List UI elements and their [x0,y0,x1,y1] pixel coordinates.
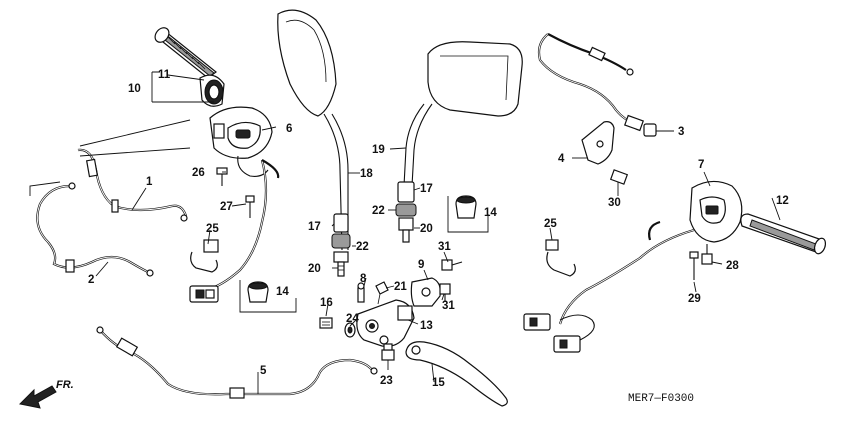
callout-26: 26 [192,167,205,179]
clutch-lever [405,341,508,407]
callout-11: 11 [158,69,171,81]
nut-23 [381,343,395,361]
callout-14-right: 14 [484,207,497,219]
callout-2: 2 [88,274,94,286]
leader-lines [29,71,781,394]
left-mirror [277,9,349,251]
screw-16 [319,317,333,329]
bolt-21 [375,281,389,305]
callout-15: 15 [432,377,445,389]
right-switch-connectors [523,313,595,353]
clutch-lever-bracket [356,299,415,347]
right-mirror-adapter-stack [395,181,417,243]
end-cap-right [455,195,477,219]
pin-8 [357,282,365,303]
screw-28 [701,244,713,265]
callout-1: 1 [146,176,153,188]
throttle-cable-pull [77,148,188,222]
callout-24: 24 [346,313,359,325]
right-mirror [403,41,523,187]
choke-cable [537,33,657,137]
right-grip [740,213,827,255]
callout-9: 9 [418,259,424,271]
band-clip-right [545,239,576,277]
callout-12: 12 [776,195,789,207]
callout-10: 10 [128,83,141,95]
callout-29: 29 [688,293,701,305]
clutch-cable [96,326,378,399]
right-handlebar-switch [558,180,743,325]
left-switch-connector [189,285,219,303]
callout-7: 7 [698,159,704,171]
callout-25-left: 25 [206,223,219,235]
choke-holder [581,121,615,165]
callout-19: 19 [372,144,385,156]
callout-13: 13 [420,320,433,332]
callout-25-right: 25 [544,218,557,230]
callout-28: 28 [726,260,739,272]
screw-31a [441,259,463,271]
callout-30: 30 [608,197,621,209]
throttle-cable-return [36,182,154,277]
callout-21: 21 [394,281,407,293]
callout-20-left: 20 [308,263,321,275]
callout-17-left: 17 [308,221,321,233]
callout-16: 16 [320,297,333,309]
washer-24 [344,322,356,338]
callout-17-right: 17 [420,183,433,195]
screw-29 [689,251,699,280]
left-throttle-grip [154,27,225,107]
callout-20-right: 20 [420,223,433,235]
left-handlebar-switch [205,106,280,292]
callout-22-right: 22 [372,205,385,217]
clutch-switch-holder [410,277,441,307]
callout-27: 27 [220,201,233,213]
callout-23: 23 [380,375,393,387]
callout-18: 18 [360,168,373,180]
screw-31b [439,283,451,302]
callout-labels: 11 10 6 26 1 27 25 2 14 18 19 17 22 20 1… [88,69,789,405]
callout-4: 4 [558,153,565,165]
callout-8: 8 [360,273,367,285]
callout-31-top: 31 [438,241,451,253]
callout-31-bottom: 31 [442,300,455,312]
screw-30 [609,169,629,185]
callout-3: 3 [678,126,684,138]
callout-22-left: 22 [356,241,369,253]
callout-14-left: 14 [276,286,289,298]
band-clip-left [190,239,219,273]
front-direction-label: FR. [56,379,74,391]
front-direction-arrow: FR. [18,379,74,409]
diagram-code: MER7—F0300 [628,393,694,405]
left-mirror-adapter-stack [331,213,351,277]
end-cap-left [247,281,269,303]
callout-5: 5 [260,365,267,377]
callout-6: 6 [286,123,292,135]
screw-27 [245,195,255,218]
screw-26 [216,167,228,186]
